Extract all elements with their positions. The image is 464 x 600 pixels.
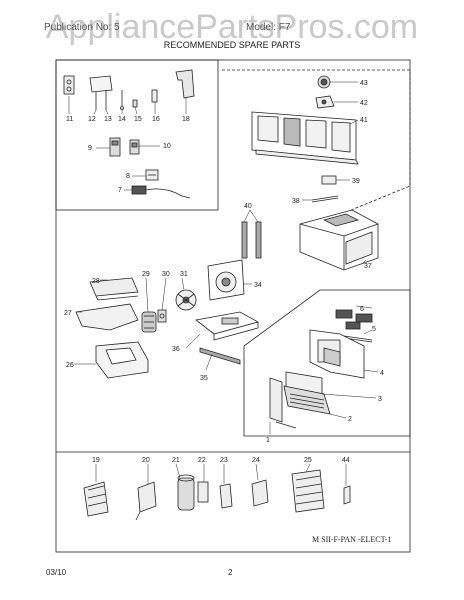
- part-label: 24: [252, 457, 260, 464]
- part-10: [129, 139, 140, 155]
- part-label: 26: [66, 362, 74, 369]
- part-43: [317, 75, 331, 89]
- front-grille-box: [222, 69, 411, 227]
- part-40: [241, 221, 262, 259]
- part-label: 27: [64, 310, 72, 317]
- part-37-cabinet: [299, 209, 379, 271]
- part-label: 19: [92, 457, 100, 464]
- part-16: [151, 89, 158, 103]
- part-label: 10: [163, 143, 171, 150]
- part-number-labels: 11 12 13 14 15 16 18 9 10 8 7 43 42 41 3…: [64, 80, 384, 464]
- part-30: [157, 309, 167, 323]
- evaporator-box: [243, 289, 411, 437]
- part-12-13: [89, 75, 113, 110]
- part-34: [207, 259, 245, 301]
- part-label: 7: [118, 187, 122, 194]
- part-25: [291, 469, 325, 513]
- part-label: 37: [364, 263, 372, 270]
- part-9: [109, 137, 121, 157]
- part-18: [175, 69, 195, 99]
- part-7: [131, 185, 191, 199]
- part-20: [135, 481, 157, 521]
- part-label: 25: [304, 457, 312, 464]
- part-label: 31: [180, 271, 188, 278]
- part-label: 13: [104, 116, 112, 123]
- part-label: 1: [266, 437, 270, 444]
- part-label: 21: [172, 457, 180, 464]
- part-36: [195, 311, 260, 341]
- part-27: [75, 303, 139, 331]
- part-24: [251, 479, 269, 507]
- publication-label: Publication No: 5: [44, 22, 120, 33]
- part-label: 8: [126, 173, 130, 180]
- watermark: AppliancePartsPros.com: [45, 8, 419, 46]
- part-label: 34: [254, 282, 262, 289]
- part-label: 44: [342, 457, 350, 464]
- part-26: [95, 341, 149, 379]
- part-1: [269, 377, 297, 429]
- part-label: 20: [142, 457, 150, 464]
- part-label: 14: [118, 116, 126, 123]
- leader-lines: [68, 81, 379, 486]
- part-label: 18: [182, 116, 190, 123]
- part-label: 15: [134, 116, 142, 123]
- part-29-fan: [141, 311, 157, 333]
- part-23: [219, 483, 233, 509]
- part-label: 38: [292, 198, 300, 205]
- part-label: 6: [360, 306, 364, 313]
- part-35: [199, 347, 241, 365]
- part-label: 36: [172, 346, 180, 353]
- part-11: [63, 75, 75, 95]
- part-38: [311, 195, 339, 203]
- part-14-15: [120, 90, 138, 110]
- part-8: [145, 169, 159, 181]
- part-label: 4: [380, 370, 384, 377]
- part-label: 42: [360, 100, 368, 107]
- part-label: 35: [200, 375, 208, 382]
- part-39: [321, 175, 337, 185]
- part-42: [315, 95, 335, 109]
- diagram-code: M SII-F-PAN -ELECT-1: [312, 535, 391, 544]
- part-2: [283, 385, 331, 415]
- part-4: [309, 329, 365, 379]
- part-label: 40: [244, 203, 252, 210]
- part-label: 30: [162, 271, 170, 278]
- part-28: [89, 277, 139, 301]
- model-label: Model: F7: [246, 22, 291, 33]
- part-41-front-panel: [251, 111, 359, 165]
- part-label: 3: [378, 396, 382, 403]
- control-parts-box: [55, 59, 219, 211]
- footer-page-number: 2: [228, 568, 233, 577]
- page-header: AppliancePartsPros.com Publication No: 5…: [0, 0, 464, 60]
- part-label: 5: [372, 326, 376, 333]
- page-subtitle: RECOMMENDED SPARE PARTS: [163, 40, 301, 50]
- part-label: 41: [360, 117, 368, 124]
- part-label: 9: [88, 145, 92, 152]
- part-label: 39: [352, 178, 360, 185]
- part-31: [175, 289, 197, 311]
- part-label: 23: [220, 457, 228, 464]
- part-label: 11: [66, 116, 73, 123]
- part-label: 16: [152, 116, 160, 123]
- part-label: 28: [92, 278, 100, 285]
- footer-date: 03/10: [46, 568, 67, 577]
- part-label: 29: [142, 271, 150, 278]
- part-44: [343, 485, 351, 505]
- part-label: 12: [88, 116, 96, 123]
- part-6: [335, 309, 373, 330]
- part-label: 43: [360, 80, 368, 87]
- part-21-22: [177, 474, 209, 511]
- part-label: 22: [198, 457, 206, 464]
- part-19: [83, 481, 109, 517]
- part-label: 2: [348, 416, 352, 423]
